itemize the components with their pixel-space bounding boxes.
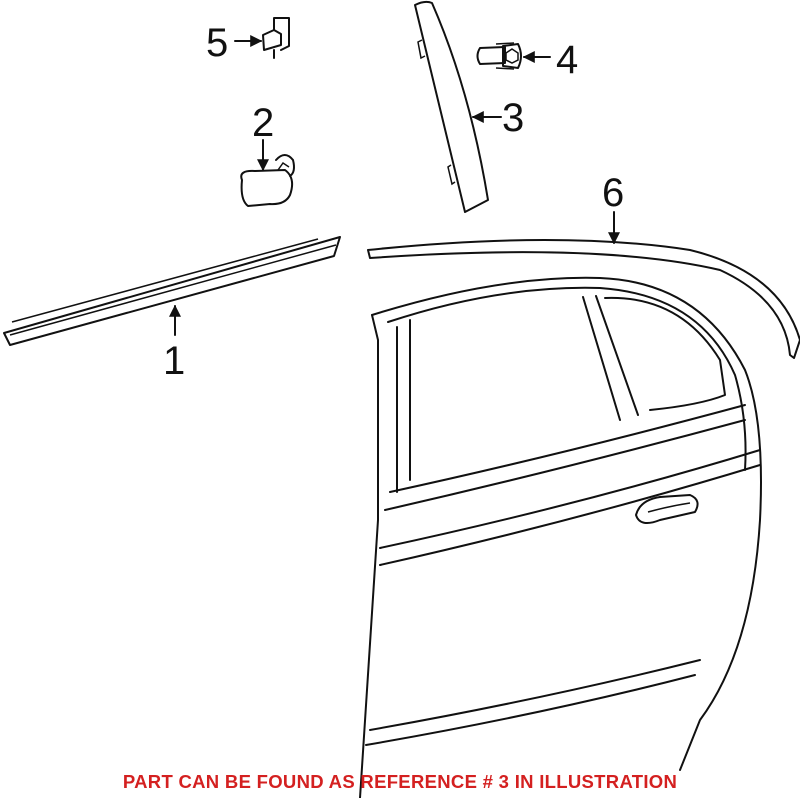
callout-1: 1: [163, 339, 185, 383]
callout-5: 5: [206, 21, 228, 65]
rear-door-outline: [359, 276, 762, 798]
callout-3: 3: [502, 96, 524, 140]
part-6-roof-molding[interactable]: [367, 239, 800, 359]
part-1-belt-molding[interactable]: [3, 236, 341, 346]
callout-2: 2: [252, 101, 274, 145]
reference-note: PART CAN BE FOUND AS REFERENCE # 3 IN IL…: [122, 771, 678, 792]
part-4-bolt[interactable]: [476, 42, 522, 70]
part-2-marker-cap[interactable]: [240, 154, 295, 207]
callout-4: 4: [556, 38, 578, 82]
part-3-pillar-applique[interactable]: [414, 0, 489, 213]
part-5-clip[interactable]: [262, 17, 290, 59]
callout-6: 6: [602, 171, 624, 215]
